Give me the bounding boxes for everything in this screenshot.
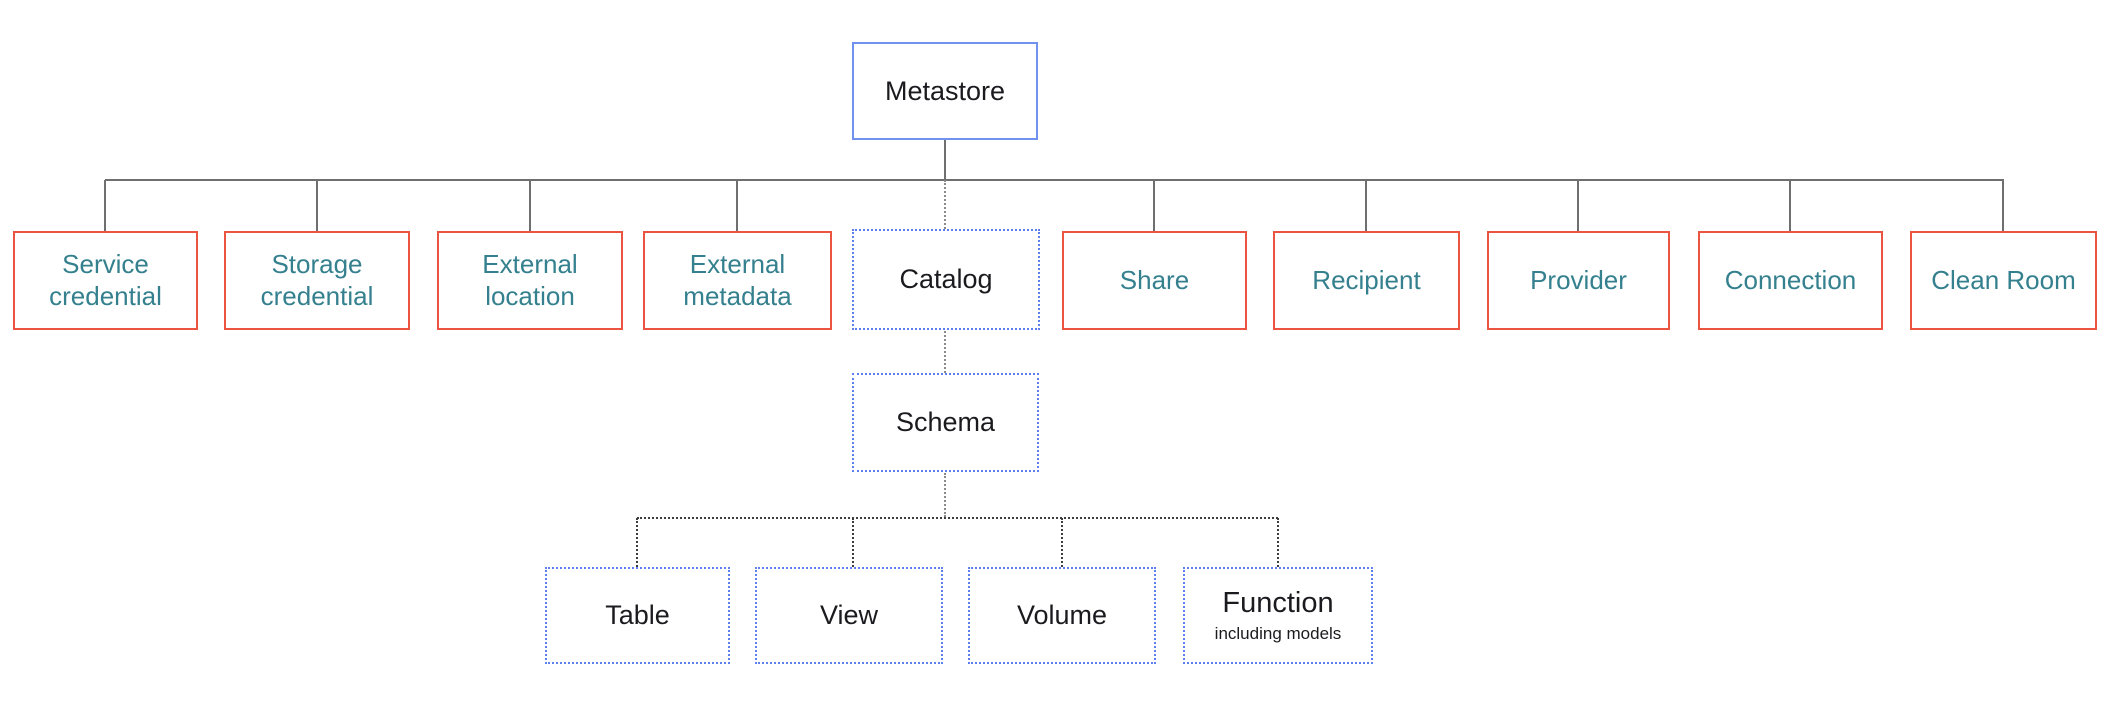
node-label: Catalog [899,264,993,295]
connector-drop-external-location [529,180,531,231]
node-label: Schema [895,407,996,438]
connector-drop-connection [1789,180,1791,231]
connector-level1-bus [105,179,2004,181]
connector-drop-clean-room [2002,180,2004,231]
connector-schema-stem [944,473,946,517]
node-label: Clean Room [1931,264,2076,295]
node-label: Share [1119,264,1190,295]
node-sublabel: including models [1214,623,1342,643]
connector-drop-recipient [1365,180,1367,231]
connector-level3-bus [637,517,1278,519]
node-label: Table [605,600,670,631]
connector-drop-share [1153,180,1155,231]
node-table: Table [545,567,730,664]
connector-drop-catalog [944,180,946,229]
connector-drop-provider [1577,180,1579,231]
node-label: Service credential [49,248,162,311]
connector-drop-external-metadata [736,180,738,235]
node-volume: Volume [968,567,1156,664]
node-function: Function including models [1183,567,1373,664]
node-metastore: Metastore [852,42,1038,140]
connector-catalog-schema [944,331,946,373]
node-label: Volume [1016,600,1108,631]
connector-drop-function [1277,518,1279,567]
node-label: Storage credential [260,248,374,311]
node-label: Provider [1530,264,1627,295]
node-label: View [819,600,879,631]
node-storage-credential: Storage credential [224,231,410,330]
connector-metastore-stem [944,140,946,179]
connector-drop-view [852,518,854,567]
node-label: External metadata [683,248,792,311]
node-label: Function [1222,587,1334,620]
node-catalog: Catalog [852,229,1040,330]
connector-drop-volume [1061,518,1063,567]
node-share: Share [1062,231,1247,330]
node-schema: Schema [852,373,1039,472]
node-external-location: External location [437,231,623,330]
node-label: Connection [1724,264,1857,295]
node-connection: Connection [1698,231,1883,330]
node-external-metadata: External metadata [643,231,832,330]
node-service-credential: Service credential [13,231,198,330]
node-label: Metastore [884,75,1006,106]
node-clean-room: Clean Room [1910,231,2097,330]
node-provider: Provider [1487,231,1670,330]
connector-drop-table [636,518,638,567]
node-view: View [755,567,943,664]
connector-drop-service-credential [104,180,106,231]
connector-drop-storage-credential [316,180,318,231]
node-recipient: Recipient [1273,231,1460,330]
node-label: Recipient [1312,264,1421,295]
node-label: External location [482,248,578,311]
